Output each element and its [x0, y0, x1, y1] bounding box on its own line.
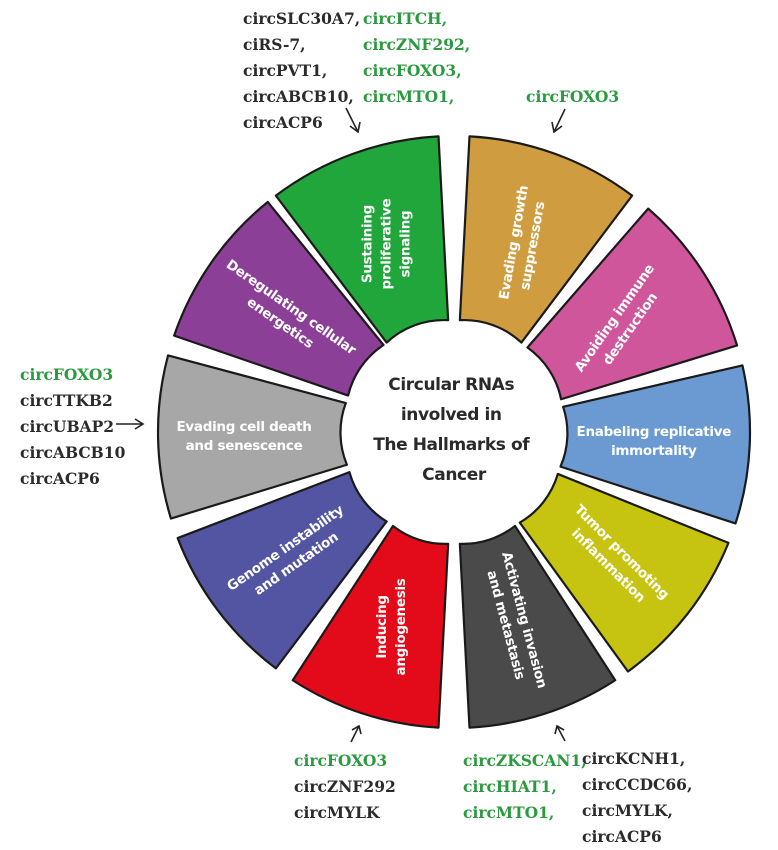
segment-genome-instability-and-mutation: [176, 471, 388, 670]
segment-activating-invasion-and-metastasis: [458, 524, 617, 729]
arrow-to-growth: [551, 108, 566, 134]
gene-label: circFOXO3: [294, 751, 388, 770]
gene-label: ciRS-7,: [243, 35, 306, 54]
segment-label-line: Inducing: [374, 595, 390, 658]
genes-invasion-green: circZKSCAN1, circHIAT1, circMTO1,: [463, 748, 587, 826]
center-title: Circular RNAs involved in The Hallmarks …: [373, 375, 535, 485]
genes-growth-suppressors: circFOXO3: [526, 84, 619, 110]
segment-label-line: proliferative: [379, 199, 395, 290]
segment-label-enabeling-replicative-immortality: Enabeling replicative immortality: [577, 424, 732, 459]
gene-label: circZNF292: [294, 777, 396, 796]
center-title-line: Cancer: [422, 465, 487, 485]
segment-deregulating-cellular-energetics: [173, 200, 385, 397]
gene-label: circACP6: [20, 469, 100, 488]
gene-label: circZKSCAN1,: [463, 751, 587, 770]
gene-label: circABCB10: [20, 443, 126, 462]
gene-label: circMYLK: [294, 803, 380, 822]
segment-evading-cell-death-and-senescence: [156, 354, 348, 520]
center-title-line: The Hallmarks of: [373, 435, 530, 455]
gene-label: circUBAP2: [20, 417, 115, 436]
gene-label: circACP6: [243, 113, 323, 132]
gene-label: circITCH,: [363, 9, 448, 28]
gene-label: circSLC30A7,: [243, 9, 361, 28]
gene-label: circHIAT1,: [463, 777, 557, 796]
segment-sustaining-proliferative-signaling: [274, 135, 450, 344]
arrow-to-sustaining: [345, 107, 361, 134]
segment-label-line: immortality: [611, 443, 697, 459]
center-title-line: Circular RNAs: [388, 375, 514, 395]
segment-enabeling-replicative-immortality: [559, 364, 752, 525]
genes-angiogenesis: circFOXO3 circZNF292 circMYLK: [294, 748, 396, 826]
gene-label: circPVT1,: [243, 61, 328, 80]
segments-layer: [156, 135, 752, 729]
gene-label: circMTO1,: [463, 803, 555, 822]
segment-label-line: Enabeling replicative: [577, 424, 732, 440]
segment-label-line: Evading cell death: [176, 419, 311, 435]
segment-evading-growth-suppressors: [458, 135, 634, 344]
gene-label: circFOXO3: [20, 365, 114, 384]
gene-label: circKCNH1,: [582, 749, 686, 768]
gene-label: circMYLK,: [582, 801, 673, 820]
segment-label-line: and senescence: [186, 438, 303, 454]
segment-label-line: signaling: [398, 211, 414, 278]
arrow-to-cell-death: [116, 418, 145, 430]
gene-label: circACP6: [582, 827, 662, 846]
gene-label: circZNF292,: [363, 35, 471, 54]
arrow-to-angiogenesis: [350, 724, 362, 743]
gene-label: circMTO1,: [363, 87, 455, 106]
gene-label: circTTKB2: [20, 391, 113, 410]
center-title-line: involved in: [401, 405, 502, 425]
gene-label: circABCB10,: [243, 87, 354, 106]
segment-tumor-promoting-inflammation: [518, 472, 730, 673]
segment-label-evading-cell-death-and-senescence: Evading cell death and senescence: [176, 419, 311, 454]
segment-inducing-angiogenesis: [291, 524, 450, 729]
genes-cell-death: circFOXO3 circTTKB2 circUBAP2 circABCB10 cir…: [20, 362, 125, 492]
genes-invasion-black: circKCNH1, circCCDC66, circMYLK, circACP…: [582, 746, 692, 850]
segment-label-line: Sustaining: [360, 205, 376, 283]
genes-sustaining-green: circITCH, circZNF292, circFOXO3, circMTO…: [363, 6, 470, 110]
gene-label: circCCDC66,: [582, 775, 693, 794]
gene-label: circFOXO3,: [363, 61, 462, 80]
segment-label-line: angiogenesis: [393, 578, 409, 675]
genes-sustaining-black: circSLC30A7, ciRS-7, circPVT1, circABCB1…: [243, 6, 360, 136]
segment-avoiding-immune-destruction: [526, 207, 739, 401]
gene-label: circFOXO3: [526, 87, 620, 106]
arrow-to-invasion: [554, 724, 566, 742]
